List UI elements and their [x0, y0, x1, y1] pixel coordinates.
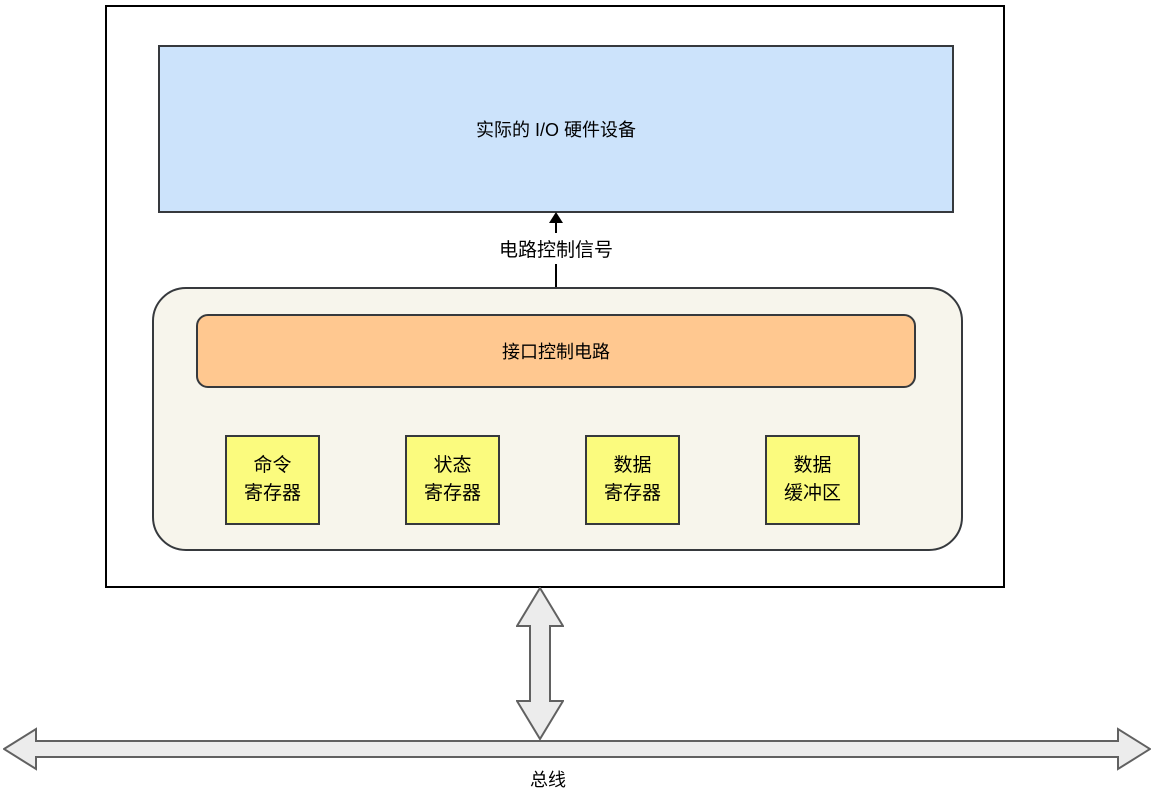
hardware-device-label: 实际的 I/O 硬件设备 — [475, 120, 636, 140]
control-signal-label: 电路控制信号 — [446, 233, 666, 264]
controller-bus-double-arrow-icon — [516, 587, 564, 740]
interface-circuit-node: 接口控制电路 — [196, 314, 916, 388]
register-node-data: 数据 寄存器 — [585, 435, 680, 525]
register-node-command: 命令 寄存器 — [225, 435, 320, 525]
register-label-line1: 数据 — [793, 455, 832, 476]
register-label-line1: 数据 — [613, 455, 652, 476]
register-label-line2: 寄存器 — [243, 483, 301, 504]
register-label-line1: 命令 — [253, 455, 292, 476]
bus-label: 总线 — [530, 770, 566, 790]
register-label-line2: 寄存器 — [603, 483, 661, 504]
control-signal-arrowhead-up-icon — [549, 212, 563, 223]
hardware-device-node: 实际的 I/O 硬件设备 — [158, 45, 954, 213]
register-node-data-buffer: 数据 缓冲区 — [765, 435, 860, 525]
interface-circuit-label: 接口控制电路 — [502, 342, 610, 362]
bus-double-arrow-icon — [3, 727, 1151, 771]
register-node-status: 状态 寄存器 — [405, 435, 500, 525]
register-label-line1: 状态 — [433, 455, 472, 476]
register-label-line2: 缓冲区 — [783, 483, 841, 504]
register-label-line2: 寄存器 — [423, 483, 481, 504]
